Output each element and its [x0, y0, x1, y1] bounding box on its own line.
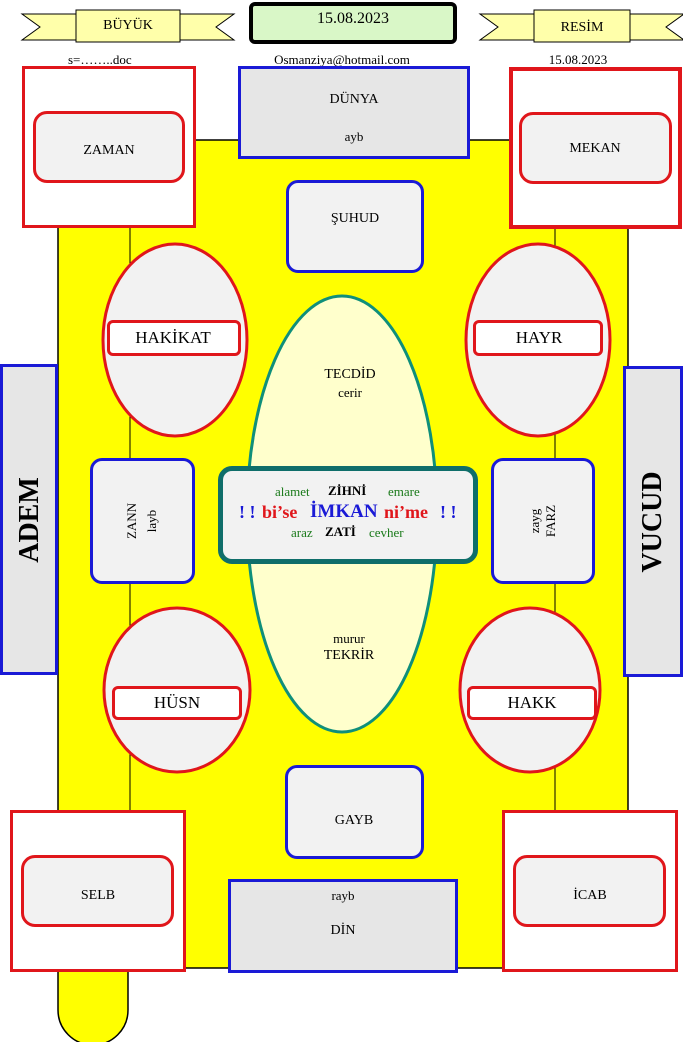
corner-bottom-right-inner [513, 855, 666, 927]
center-row2-word1: bi’se [262, 502, 298, 522]
inner-left-box [90, 458, 195, 584]
oval-upper-left-box [107, 320, 241, 356]
center-row2-ex-left: ! ! [239, 502, 256, 522]
center-top-title: TECDİD [324, 367, 376, 382]
oval-lower-left-label: HÜSN [153, 693, 201, 712]
oval-lower-right-box [467, 686, 597, 720]
corner-bottom-left-inner [21, 855, 174, 927]
side-left-box [0, 364, 58, 675]
center-bottom-sub: murur [333, 631, 365, 646]
header-date: 15.08.2023 [548, 52, 608, 67]
corner-top-left-label: ZAMAN [83, 143, 135, 158]
shuhud-label: ŞUHUD [330, 211, 380, 226]
corner-bottom-right-label: İCAB [573, 888, 607, 903]
email: Osmanziya@hotmail.com [274, 52, 410, 67]
center-box [218, 466, 478, 564]
side-right-label: VUCUD [637, 471, 668, 573]
gayb-label: GAYB [334, 813, 374, 828]
inner-left-title: ZANN [124, 502, 139, 540]
center-row1-mid: ZİHNİ [328, 483, 367, 498]
gayb-box [285, 765, 424, 859]
center-row1-right: emare [388, 484, 420, 499]
center-top-sub: cerir [338, 385, 362, 400]
bottom-box [228, 879, 458, 973]
top-box [238, 66, 470, 159]
file-name: s=……..doc [68, 52, 132, 67]
oval-upper-right-label: HAYR [515, 328, 563, 347]
bottom-box-sub: rayb [331, 888, 355, 903]
top-box-sub: ayb [344, 129, 364, 144]
center-row2-main: İMKAN [310, 501, 378, 522]
center-row2-word2: ni’me [384, 502, 428, 522]
center-row3-mid: ZATİ [325, 524, 356, 539]
inner-right-box [491, 458, 595, 584]
oval-lower-right-label: HAKK [507, 693, 557, 712]
banner-right-label: RESİM [560, 20, 604, 35]
oval-upper-right-box [473, 320, 603, 356]
banner-left-label: BÜYÜK [103, 18, 153, 33]
banner-right-shape [478, 9, 683, 43]
side-right-box [623, 366, 683, 677]
corner-top-left-inner [33, 111, 185, 183]
banner-left-shape [20, 9, 236, 43]
center-row3-left: araz [291, 525, 313, 540]
center-bottom-title: TEKRİR [323, 648, 375, 663]
side-left-label: ADEM [14, 477, 45, 563]
top-box-title: DÜNYA [329, 92, 379, 107]
inner-left-sub: layb [144, 509, 159, 533]
center-row3-right: cevher [369, 525, 404, 540]
center-row2-ex-right: ! ! [440, 502, 457, 522]
inner-right-sub: zayg [527, 508, 542, 534]
corner-top-right-inner [519, 112, 672, 184]
oval-lower-left-box [112, 686, 242, 720]
corner-bottom-left-label: SELB [80, 888, 116, 903]
inner-right-title: FARZ [543, 504, 558, 538]
date-box [249, 2, 457, 44]
center-row1-left: alamet [275, 484, 310, 499]
oval-upper-left-label: HAKİKAT [135, 328, 211, 347]
corner-top-right-label: MEKAN [569, 141, 621, 156]
bottom-box-title: DİN [330, 923, 356, 938]
shuhud-box [286, 180, 424, 273]
date-box-label: 15.08.2023 [317, 10, 389, 27]
